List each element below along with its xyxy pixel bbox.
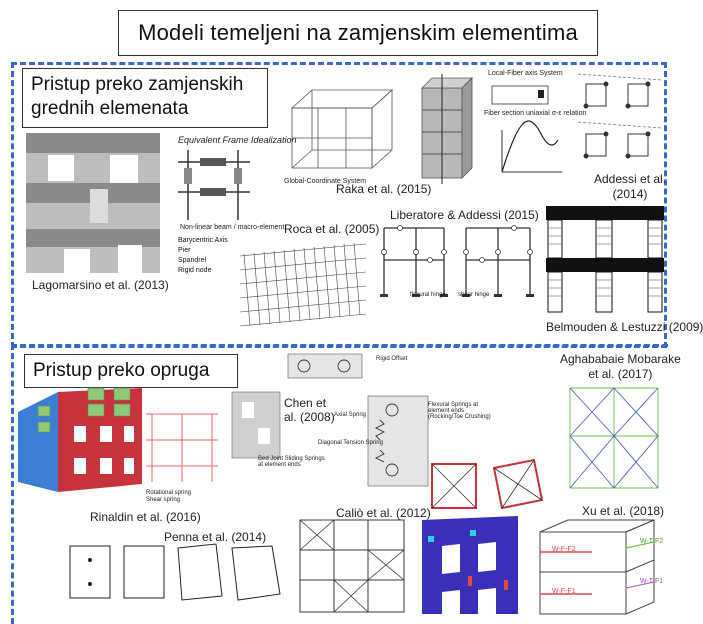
- caption-addessi-line2: (2014): [612, 187, 648, 201]
- section-springs: [11, 344, 668, 624]
- caption-chen-line1: Chen et: [284, 396, 327, 410]
- efi-legend-beam: Non-linear beam / macro-element: [180, 224, 285, 231]
- xu-figure: [539, 519, 655, 615]
- hinge-legend-shear: shear hinge: [458, 292, 490, 298]
- main-title: Modeli temeljeni na zamjenskim elementim…: [118, 10, 598, 56]
- caption-aghababaie: Aghababaie Mobarake et al. (2017): [560, 352, 681, 382]
- caption-raka: Raka et al. (2015): [336, 182, 432, 196]
- chen-spring-figure: [287, 353, 429, 487]
- caption-belmouden: Belmouden & Lestuzzi (2009): [546, 320, 703, 334]
- diagonal-spring-label: Diagonal Tension Spring: [318, 440, 383, 446]
- label-wf2: W-F-F2: [552, 546, 576, 553]
- rinaldin-wall-figure: [18, 387, 142, 492]
- penna-figure: [69, 543, 281, 601]
- caption-rinaldin: Rinaldin et al. (2016): [90, 510, 201, 524]
- caption-addessi: Addessi et al. (2014): [594, 172, 666, 202]
- caption-roca: Roca et al. (2005): [284, 222, 380, 236]
- addessi-figure: [577, 73, 663, 159]
- label-wf1: W-F-F1: [552, 588, 576, 595]
- fiber-section-figure: [491, 85, 562, 173]
- label-line-1: Pristup preko zamjenskih: [31, 74, 244, 95]
- efi-legend: Barycentric Axis Pier Spandrel Rigid nod…: [178, 236, 228, 276]
- equivalent-frame-figure: [178, 150, 250, 220]
- aghababaie-figure: [569, 387, 659, 489]
- calio-grid-figure: [299, 519, 405, 613]
- raka-3d-figure: [290, 89, 394, 169]
- caption-calio: Caliò et al. (2012): [336, 506, 431, 520]
- label-wt1: W-T-F1: [640, 578, 664, 585]
- local-fiber-label: Local-Fiber axis System: [488, 70, 563, 77]
- chen-wall-figure: [231, 391, 281, 459]
- legend-pier: Pier: [178, 247, 191, 254]
- legend-rotational-spring: Rotational spring: [146, 490, 192, 496]
- legend-shear-spring: Shear spring: [146, 497, 181, 503]
- legend-spandrel: Spandrel: [178, 257, 207, 264]
- fiber-relation-label: Fiber section uniaxial σ-ε relation: [484, 110, 587, 117]
- rinaldin-legend: Rotational spring Shear spring: [146, 490, 191, 504]
- caption-aghababaie-line1: Aghababaie Mobarake: [560, 352, 681, 366]
- caption-aghababaie-line2: et al. (2017): [588, 367, 653, 381]
- global-coord-label: Global-Coordinate System: [284, 178, 367, 185]
- roca-mesh-figure: [239, 242, 367, 327]
- belmouden-figure: [546, 206, 664, 313]
- flexural-springs-label: Flexural Springs at element ends (Rockin…: [428, 402, 491, 420]
- caption-addessi-line1: Addessi et al.: [594, 172, 667, 186]
- efi-title: Equivalent Frame Idealization: [178, 135, 297, 145]
- legend-rigid: Rigid node: [178, 267, 212, 274]
- label-line-2: grednih elemenata: [31, 98, 189, 119]
- calio-red-frames: [431, 458, 544, 510]
- rinaldin-grid-figure: [146, 413, 218, 482]
- label-equivalent-frame: Pristup preko zamjenskih grednih elemena…: [22, 68, 268, 128]
- caption-chen: Chen et al. (2008): [284, 396, 335, 424]
- caption-chen-line2: al. (2008): [284, 410, 335, 424]
- calio-mesh-figure: [422, 516, 518, 614]
- bed-joint-label: Bed Joint Sliding Springs at element end…: [258, 456, 325, 468]
- hinge-legend-flexural: flexural hinge: [410, 292, 446, 298]
- caption-xu: Xu et al. (2018): [582, 504, 665, 518]
- caption-liberatore: Liberatore & Addessi (2015): [390, 208, 539, 222]
- caption-penna: Penna et al. (2014): [164, 530, 267, 544]
- label-springs: Pristup preko opruga: [24, 354, 238, 388]
- legend-axis: Barycentric Axis: [178, 237, 228, 244]
- label-wt2: W-T-F2: [640, 538, 664, 545]
- axial-spring-label: Axial Spring: [334, 412, 367, 418]
- liberatore-frames-figure: [380, 225, 534, 297]
- caption-lagomarsino: Lagomarsino et al. (2013): [32, 278, 169, 292]
- rigid-offset-label: Rigid Offset: [376, 356, 408, 362]
- raka-column-figure: [421, 74, 473, 184]
- lagomarsino-figure: [26, 133, 160, 273]
